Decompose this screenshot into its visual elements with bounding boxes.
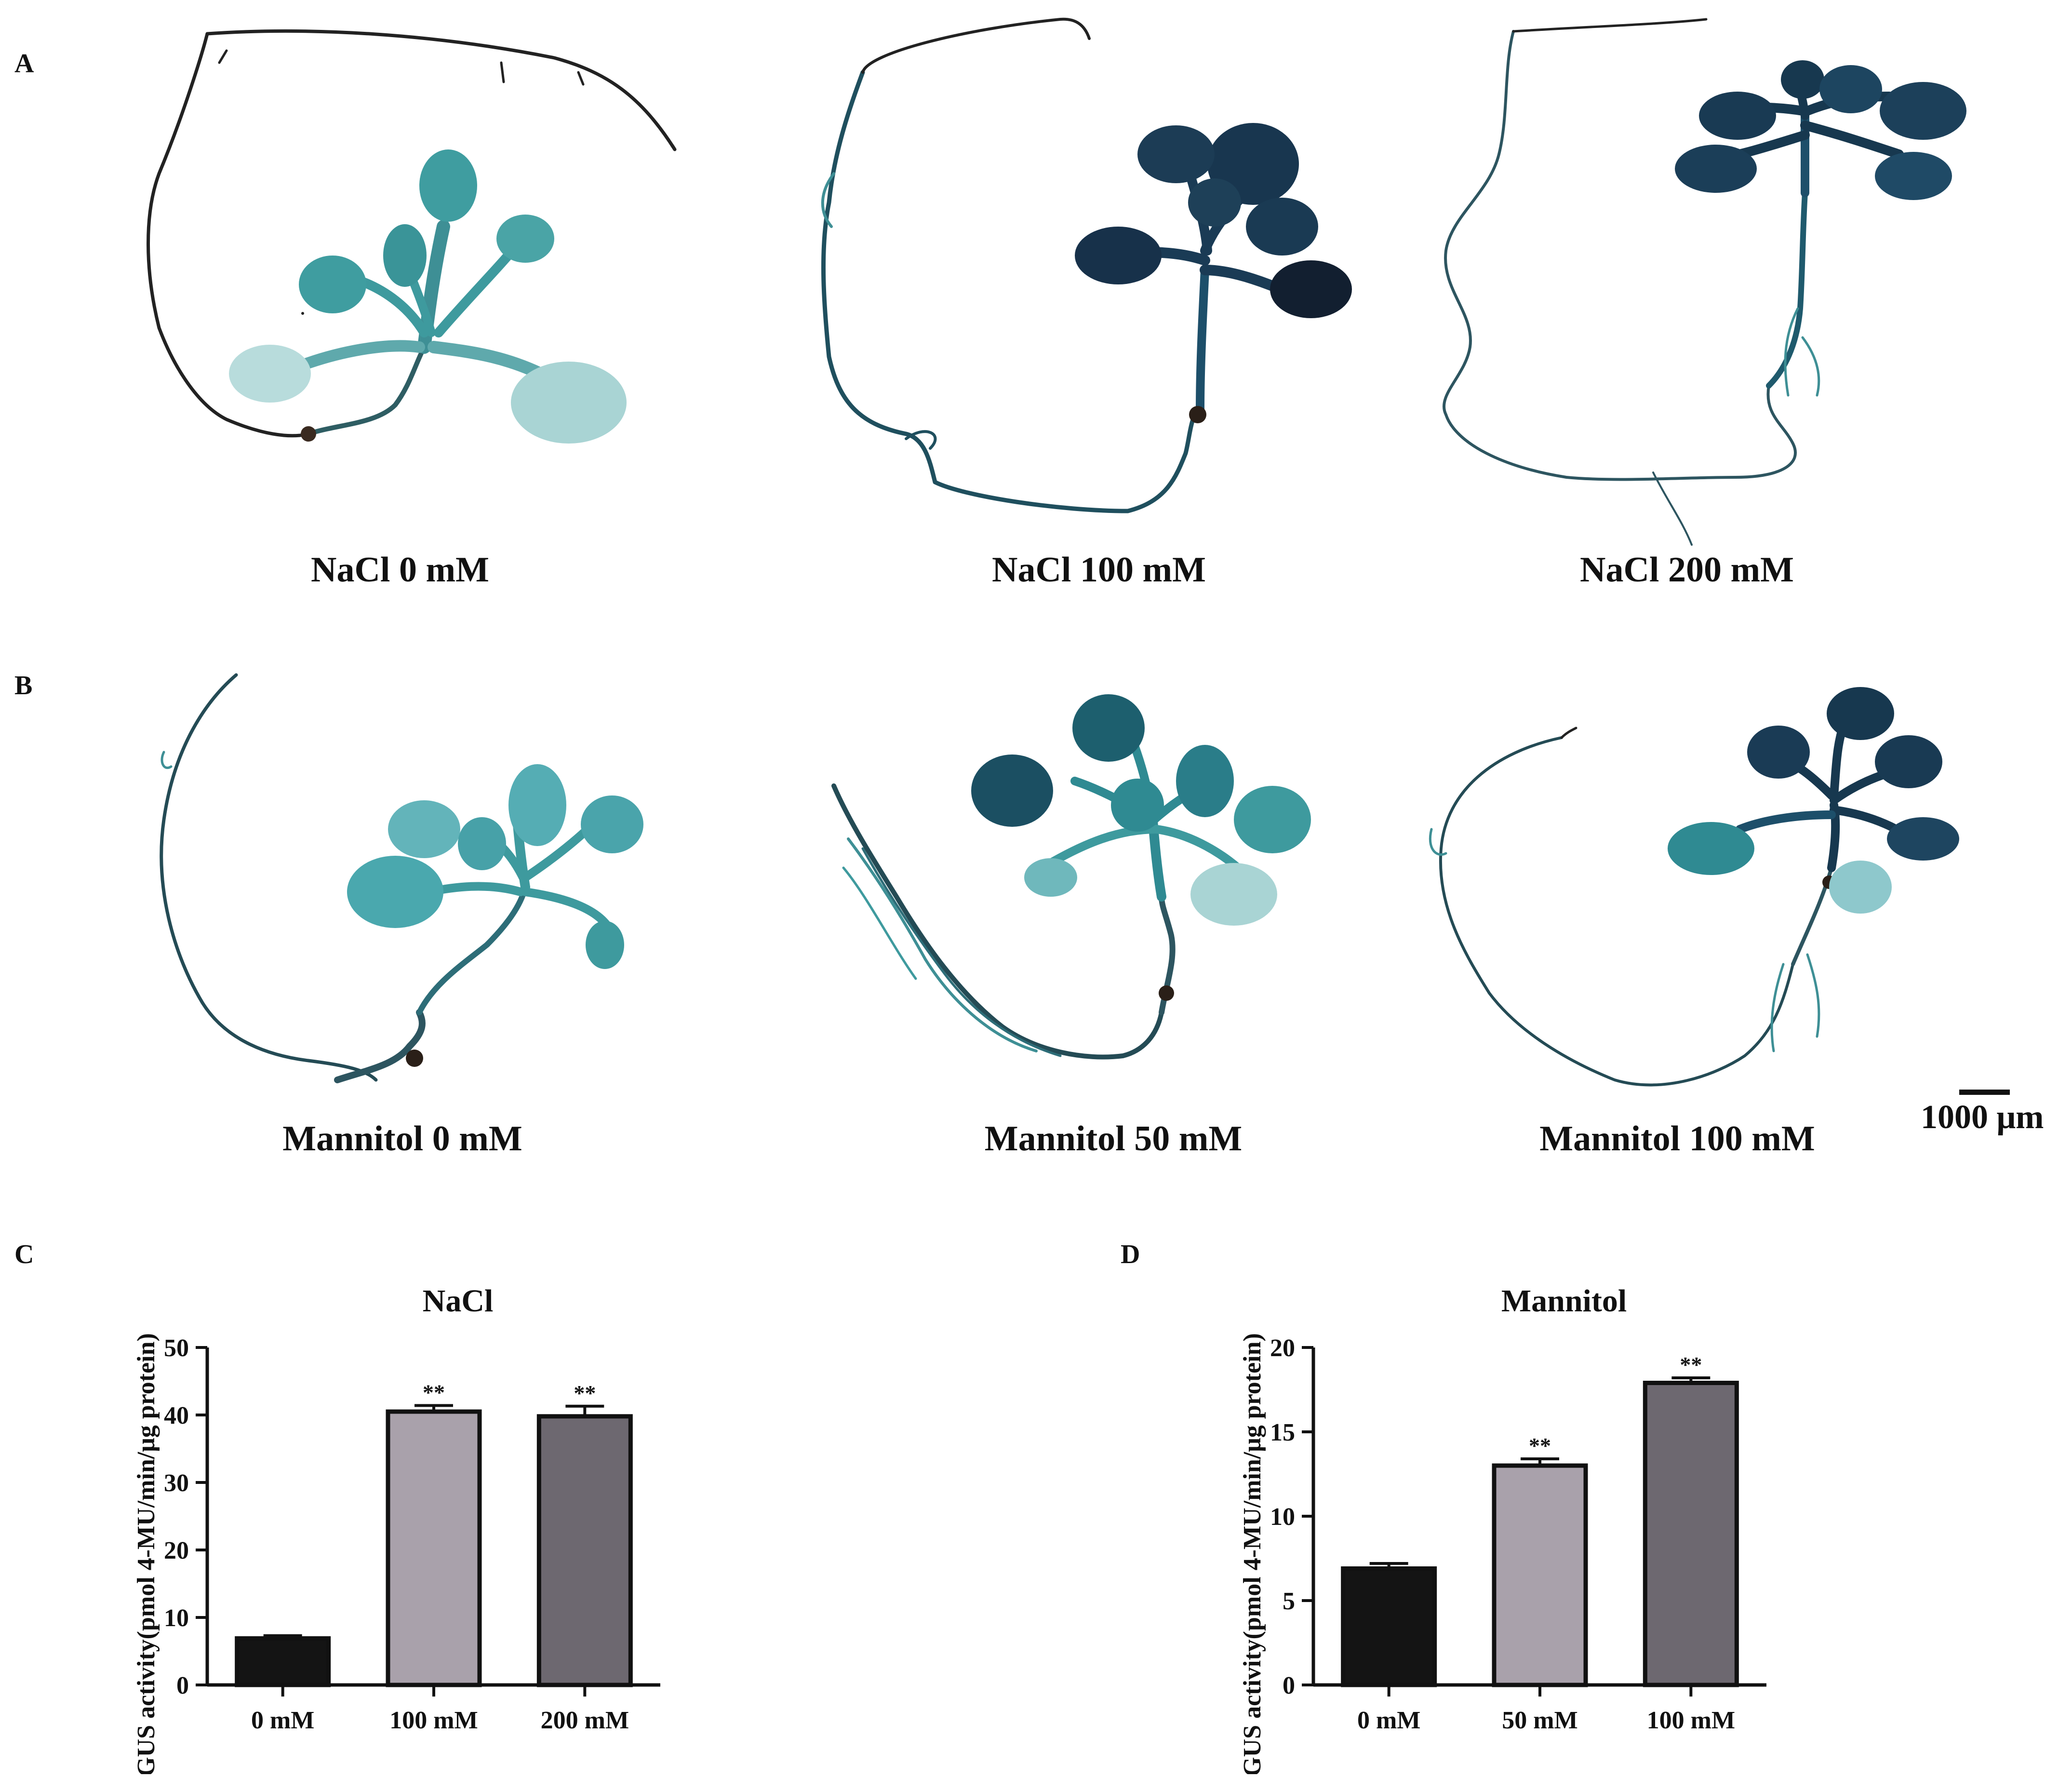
seedling-mannitol-50mm-leaves (971, 694, 1311, 926)
seedling-nacl-200mm-leaves (1675, 60, 1966, 200)
caption-nacl-200mm: NaCl 200 mM (1580, 550, 1794, 590)
nacl-y-tick-label: 50 (164, 1334, 189, 1362)
nacl-y-tick-label: 0 (176, 1672, 189, 1699)
mannitol-significance-label: ** (1680, 1352, 1702, 1377)
mannitol-bar (1643, 1381, 1739, 1687)
nacl-y-tick-label: 30 (164, 1469, 189, 1497)
mannitol-significance-label: ** (1529, 1433, 1551, 1458)
caption-mannitol-0mm: Mannitol 0 mM (282, 1119, 522, 1158)
nacl-y-tick-label: 20 (164, 1537, 189, 1564)
mannitol-x-tick-label: 50 mM (1502, 1707, 1577, 1734)
mannitol-bar (1492, 1463, 1588, 1687)
mannitol-y-tick-label: 0 (1283, 1672, 1295, 1699)
nacl-significance-label: ** (423, 1380, 445, 1404)
seedling-mannitol-0mm-leaves (347, 764, 643, 969)
mannitol-bar (1341, 1566, 1437, 1687)
nacl-y-tick-label: 40 (164, 1402, 189, 1429)
nacl-significance-label: ** (574, 1381, 596, 1405)
panel-label-d: D (1121, 1239, 1140, 1269)
nacl-x-tick-label: 0 mM (251, 1707, 314, 1734)
nacl-bar (235, 1636, 331, 1687)
mannitol-y-axis-label: GUS activity(pmol 4-MU/min/μg protein) (1239, 1333, 1266, 1774)
seedling-mannitol-100mm-leaves (1668, 687, 1959, 914)
nacl-y-axis-label: GUS activity(pmol 4-MU/min/μg protein) (133, 1333, 160, 1774)
panel-label-a: A (14, 49, 34, 79)
nacl-bar (386, 1409, 482, 1687)
nacl-x-tick-label: 200 mM (541, 1707, 629, 1734)
seedling-nacl-0mm-leaves (229, 149, 627, 444)
caption-nacl-0mm: NaCl 0 mM (311, 550, 489, 590)
mannitol-y-tick-label: 10 (1270, 1503, 1295, 1531)
scale-bar-line (1959, 1090, 2010, 1095)
mannitol-y-tick-label: 15 (1270, 1419, 1295, 1446)
mannitol-x-tick-label: 100 mM (1647, 1707, 1735, 1734)
seedling-nacl-100mm-leaves (1075, 123, 1352, 318)
scale-bar-label: 1000 μm (1921, 1099, 2044, 1136)
caption-nacl-100mm: NaCl 100 mM (992, 550, 1206, 590)
nacl-x-tick-label: 100 mM (389, 1707, 478, 1734)
panel-label-c: C (14, 1239, 34, 1269)
mannitol-x-tick-label: 0 mM (1357, 1707, 1420, 1734)
mannitol-y-tick-label: 20 (1270, 1334, 1295, 1362)
seedling-photographs (147, 17, 1966, 1087)
nacl-y-tick-label: 10 (164, 1604, 189, 1632)
nacl-bar (536, 1414, 633, 1687)
caption-mannitol-50mm: Mannitol 50 mM (984, 1119, 1243, 1158)
mannitol-y-tick-label: 5 (1283, 1588, 1295, 1615)
panel-label-b: B (14, 671, 33, 700)
seedling-nacl-100mm (821, 17, 1307, 513)
nacl-chart-title: NaCl (423, 1283, 494, 1319)
mannitol-chart-title: Mannitol (1501, 1283, 1627, 1319)
caption-mannitol-100mm: Mannitol 100 mM (1539, 1119, 1815, 1158)
